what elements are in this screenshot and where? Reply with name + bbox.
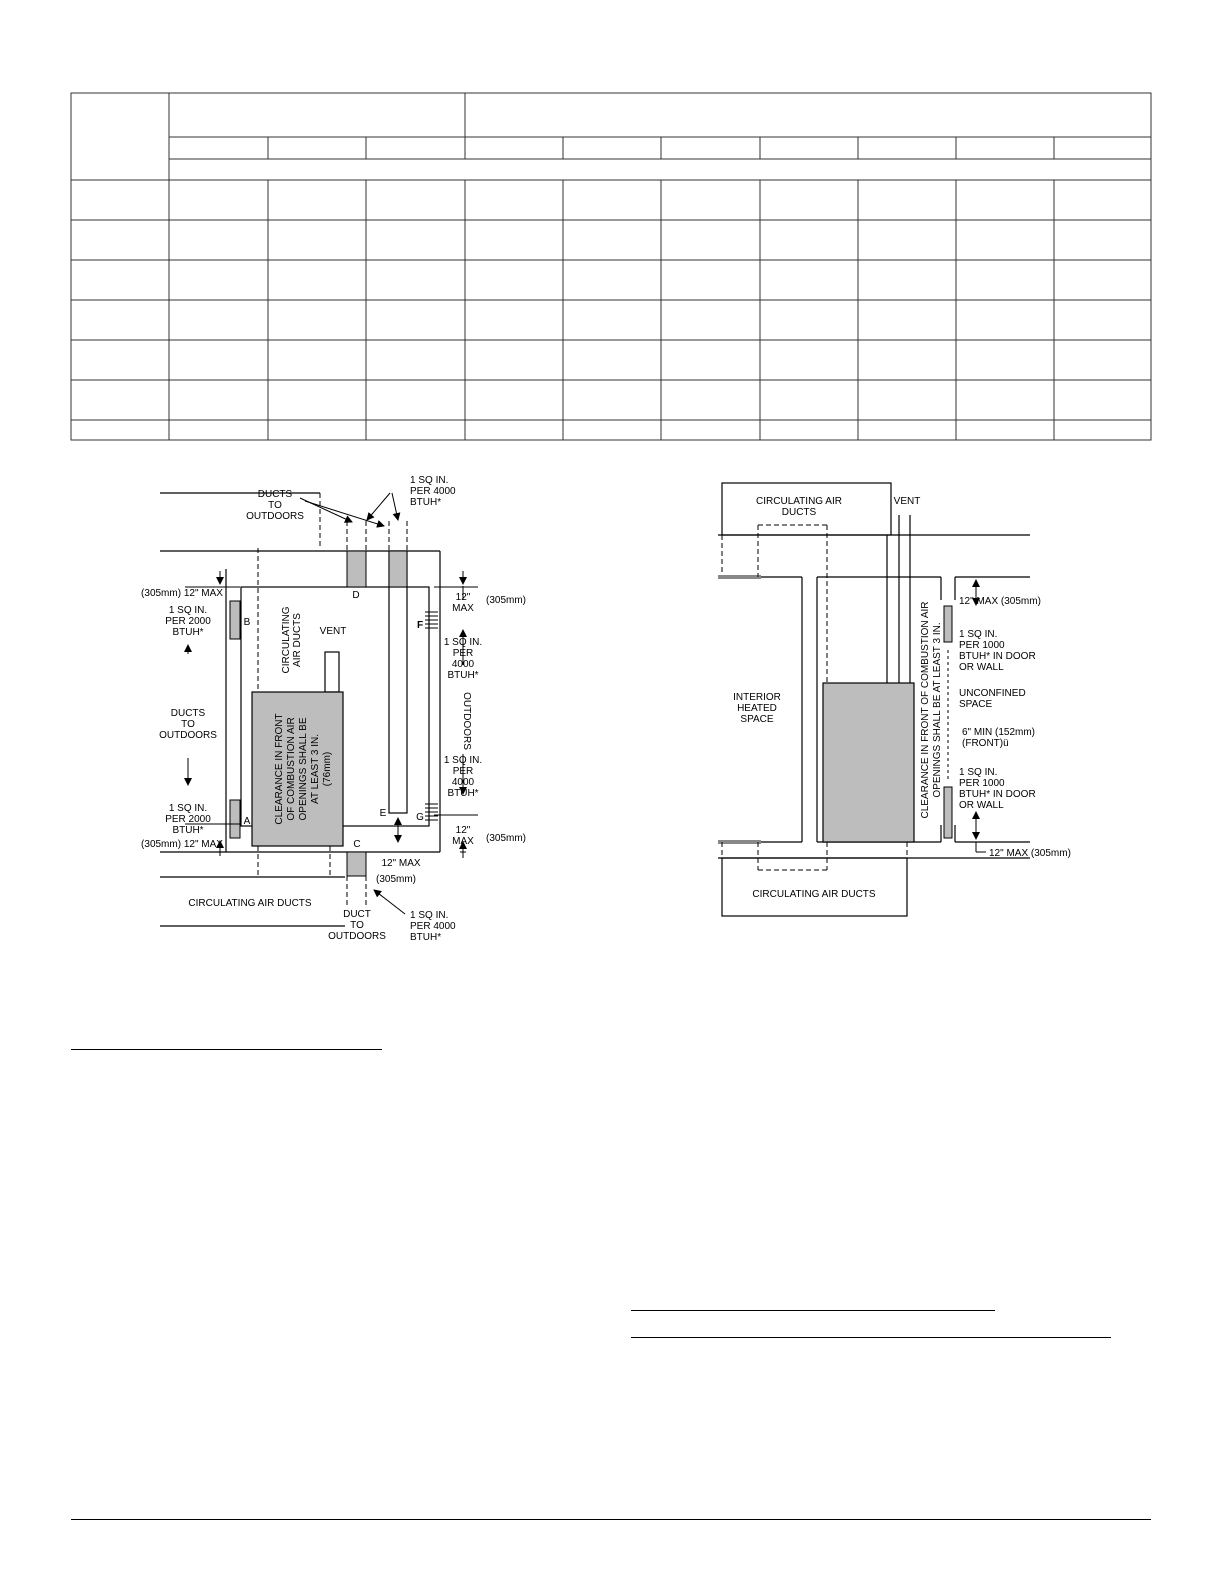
max-top-right: 12" MAX (305mm): [959, 596, 1041, 607]
appliance-box-right: [822, 682, 915, 843]
letter-d: D: [352, 590, 359, 601]
data-table-grid: [70, 92, 1152, 441]
section-heading-rule-right-2: [631, 1337, 1111, 1338]
vent-g-2: PER: [453, 766, 474, 777]
vent-c-2: PER 4000: [410, 921, 456, 932]
ducts-left-3: OUTDOORS: [159, 730, 217, 741]
section-heading-rule-left: [71, 1049, 382, 1050]
max-bottom-center: 12" MAX: [381, 858, 420, 869]
clearance-note-1: CLEARANCE IN FRONT: [274, 713, 285, 824]
duct-to-outdoors-1: DUCT: [343, 909, 371, 920]
max-right-top-1: 12": [456, 592, 471, 603]
vent-a-3: BTUH*: [172, 825, 203, 836]
unconfined-space-2: SPACE: [959, 699, 992, 710]
outdoors-vertical: OUTDOORS: [461, 692, 472, 750]
opening-top-right: [943, 605, 953, 643]
min-front-2: (FRONT)ü: [962, 738, 1009, 749]
mm-right-bottom: (305mm): [486, 833, 526, 844]
opening-top-3: BTUH* IN DOOR: [959, 651, 1036, 662]
vent-f-2: PER: [453, 648, 474, 659]
unconfined-space-diagram: CIRCULATING AIR DUCTS VENT 12" MAX (305m…: [718, 482, 1071, 917]
vent-c-1: 1 SQ IN.: [410, 910, 448, 921]
circ-air-ducts-vertical-1: CIRCULATING: [281, 606, 292, 673]
interior-heated-space-1: INTERIOR: [733, 692, 781, 703]
vent-b-2: PER 2000: [165, 616, 211, 627]
max-bottom-right: 12" MAX (305mm): [989, 848, 1071, 859]
opening-top-2: PER 1000: [959, 640, 1005, 651]
vent-b-3: BTUH*: [172, 627, 203, 638]
vent-g-4: BTUH*: [447, 788, 478, 799]
vent-a-2: PER 2000: [165, 814, 211, 825]
vent-label: VENT: [320, 626, 347, 637]
ducts-to-outdoors-top-1: DUCTS: [258, 489, 293, 500]
duct-top-opening: [388, 550, 408, 588]
max-right-bottom-2: MAX: [452, 836, 474, 847]
vent-label-right: VENT: [894, 496, 921, 507]
vent-g-3: 4000: [452, 777, 475, 788]
vent-c-3: BTUH*: [410, 932, 441, 943]
duct-d-opening: [346, 550, 367, 588]
ducts-left-2: TO: [181, 719, 195, 730]
clearance-note-5: (76mm): [322, 752, 333, 786]
vent-b-1: 1 SQ IN.: [169, 605, 207, 616]
opening-a: [229, 799, 241, 839]
vent-f-4: BTUH*: [447, 670, 478, 681]
circ-air-ducts-top-2: DUCTS: [782, 507, 817, 518]
clearance-note-right-1: CLEARANCE IN FRONT OF COMBUSTION AIR: [920, 601, 931, 818]
opening-b: [229, 600, 241, 640]
ducts-to-outdoors-top-3: OUTDOORS: [246, 511, 304, 522]
clearance-note-right-2: OPENINGS SHALL BE AT LEAST 3 IN.: [932, 622, 943, 797]
mm-bottom-center: (305mm): [376, 874, 416, 885]
vent-f-3: 4000: [452, 659, 475, 670]
clearance-note-2: OF COMBUSTION AIR: [286, 717, 297, 820]
circ-air-ducts-vertical-2: AIR DUCTS: [292, 613, 303, 667]
clearance-note-3: OPENINGS SHALL BE: [298, 717, 309, 820]
min-front-1: 6" MIN (152mm): [962, 727, 1035, 738]
unconfined-space-1: UNCONFINED: [959, 688, 1026, 699]
clearance-note-4: AT LEAST 3 IN.: [310, 734, 321, 804]
letter-f: F: [417, 620, 423, 631]
opening-bottom-2: PER 1000: [959, 778, 1005, 789]
max-bottom-left: (305mm) 12" MAX: [141, 839, 223, 850]
top-vent-area-1: 1 SQ IN.: [410, 475, 448, 486]
letter-c: C: [353, 839, 360, 850]
interior-heated-space-3: SPACE: [740, 714, 773, 725]
mm-right-top: (305mm): [486, 595, 526, 606]
duct-to-outdoors-3: OUTDOORS: [328, 931, 386, 942]
opening-top-4: OR WALL: [959, 662, 1004, 673]
opening-bottom-3: BTUH* IN DOOR: [959, 789, 1036, 800]
section-heading-rule-right-1: [631, 1310, 995, 1311]
interior-heated-space-2: HEATED: [737, 703, 777, 714]
letter-e: E: [380, 808, 387, 819]
opening-bottom-4: OR WALL: [959, 800, 1004, 811]
max-right-bottom-1: 12": [456, 825, 471, 836]
ducts-to-outdoors-top-2: TO: [268, 500, 282, 511]
opening-bottom-right: [943, 786, 953, 839]
duct-to-outdoors-2: TO: [350, 920, 364, 931]
circ-air-ducts-bottom-right: CIRCULATING AIR DUCTS: [752, 889, 875, 900]
opening-bottom-1: 1 SQ IN.: [959, 767, 997, 778]
duct-c-opening: [346, 851, 367, 877]
circ-air-ducts-bottom: CIRCULATING AIR DUCTS: [188, 898, 311, 909]
appliance-box: [251, 691, 344, 847]
opening-top-1: 1 SQ IN.: [959, 629, 997, 640]
vent-g-1: 1 SQ IN.: [444, 755, 482, 766]
footer-rule: [71, 1519, 1151, 1520]
letter-a: A: [244, 816, 251, 827]
letter-b: B: [244, 617, 251, 628]
vent-a-1: 1 SQ IN.: [169, 803, 207, 814]
top-vent-area-3: BTUH*: [410, 497, 441, 508]
max-right-top-2: MAX: [452, 603, 474, 614]
top-vent-area-2: PER 4000: [410, 486, 456, 497]
letter-g: G: [416, 812, 424, 823]
max-top-left: (305mm) 12" MAX: [141, 588, 223, 599]
vent-f-1: 1 SQ IN.: [444, 637, 482, 648]
ducts-left-1: DUCTS: [171, 708, 206, 719]
circ-air-ducts-top-1: CIRCULATING AIR: [756, 496, 842, 507]
